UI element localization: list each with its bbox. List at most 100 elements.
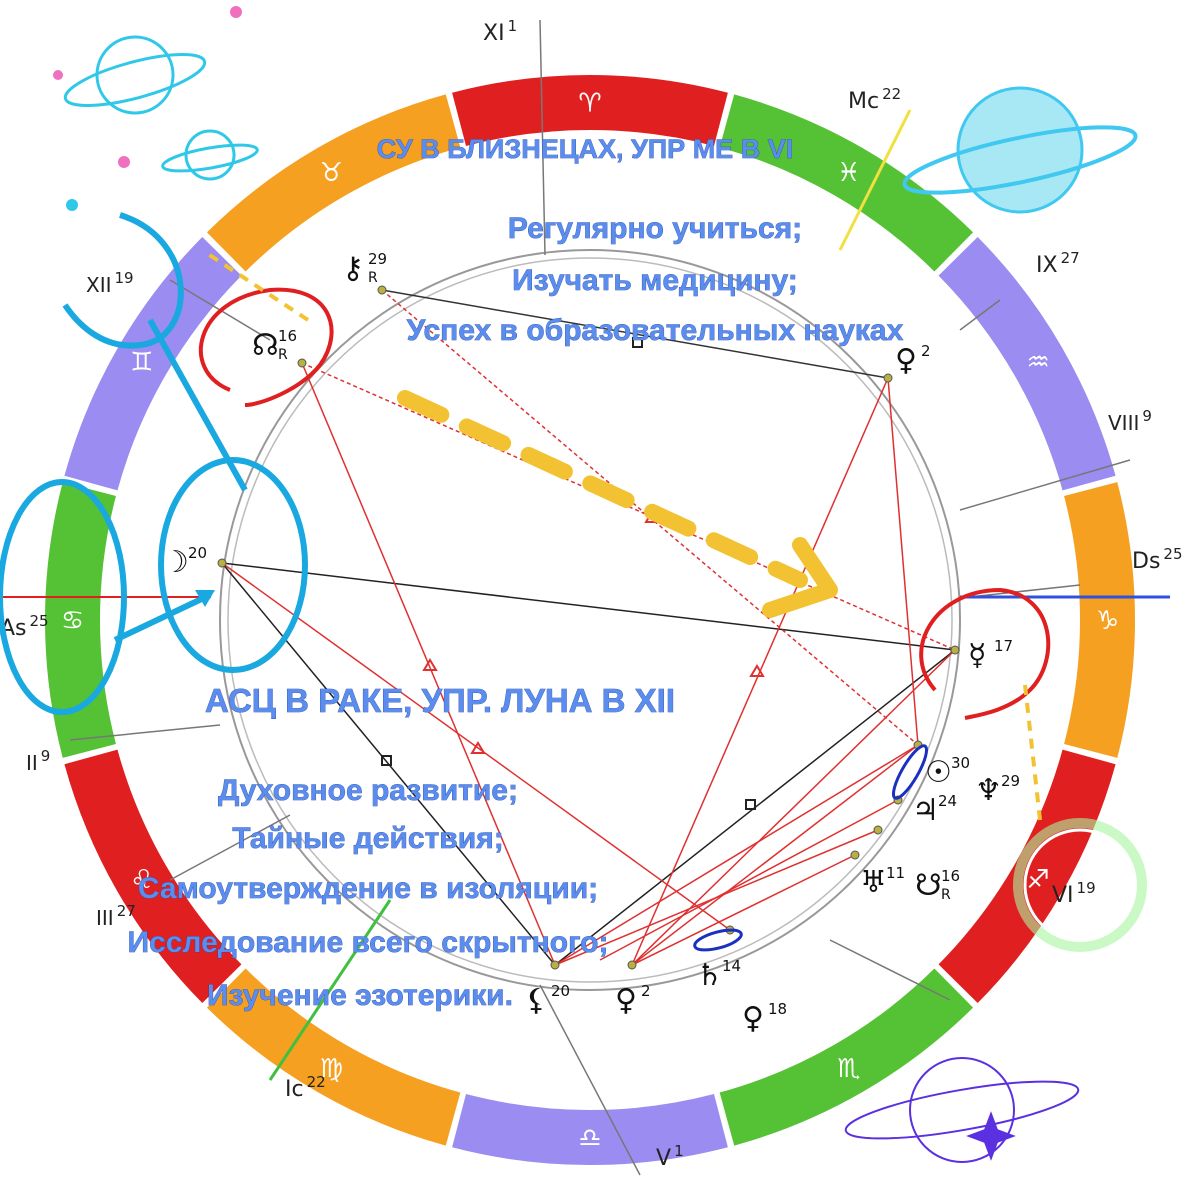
planet-degree: 24 [938, 792, 957, 810]
planet-degree: 18 [768, 1000, 787, 1018]
zodiac-sign-glyph: ♉ [320, 158, 343, 188]
planet-symbol: ♀ [895, 343, 917, 378]
zodiac-segment [719, 94, 974, 272]
mc-line [838, 109, 912, 251]
planet-glyphs: ⚷29R ☊16R ☽20 ♀2 ☿17 ☉30 ♃24 ♆29 ♅11 ☋16… [162, 250, 1020, 1036]
zodiac-sign-glyph: ♌ [130, 865, 153, 895]
planet-degree: 30 [951, 754, 970, 772]
asc-heading: АСЦ В РАКЕ, УПР. ЛУНА В XII [205, 682, 675, 719]
saturn-glyph: ♄14 [696, 957, 741, 993]
saturn-decoration-icon [902, 86, 1138, 214]
venus2-glyph: ♀2 [615, 982, 651, 1018]
planet-degree: 20 [188, 544, 207, 562]
planet-symbol: ☿ [968, 638, 986, 673]
zodiac-sign-glyph: ♐ [1027, 865, 1050, 895]
venus-glyph: ♀18 [742, 1000, 787, 1036]
planet-degree: 17 [994, 637, 1013, 655]
planet-symbol: ♄ [696, 958, 723, 993]
node-red-circle [198, 287, 334, 407]
zodiac-segment [452, 1094, 728, 1165]
zodiac-segment [1064, 482, 1136, 758]
yellow-arrowhead [762, 537, 838, 618]
zodiac-segment [452, 75, 728, 146]
planet-symbol: ♀ [615, 983, 637, 1018]
title-line: Изучать медицину; [512, 264, 798, 297]
south-node-glyph: ☋16R [915, 867, 960, 903]
planet-symbol: ♅ [860, 865, 887, 900]
zodiac-sign-glyph: ♊ [130, 347, 153, 377]
planet-symbol: ☉ [925, 755, 952, 790]
zodiac-segment [938, 236, 1116, 491]
lilith-glyph: ⚸20 [525, 982, 570, 1018]
planet-symbol: ⚷ [342, 251, 364, 286]
mercury-red-circle [919, 587, 1051, 720]
asc-line: Изучение эзотерики. [207, 979, 513, 1012]
ic-line [268, 899, 392, 1081]
asc-line: Духовное развитие; [218, 774, 518, 807]
yellow-small-arrow [1023, 684, 1042, 821]
aspect-lines [221, 289, 956, 966]
planet-symbol: ☋ [915, 868, 942, 903]
planet-symbol: ⚸ [525, 983, 547, 1018]
retrograde-mark: R [278, 347, 288, 363]
yellow-dashed-arrow [397, 390, 808, 588]
retrograde-mark: R [941, 887, 951, 903]
saturn-blue-oval [693, 928, 743, 952]
zodiac-segment [206, 968, 461, 1146]
planet-degree: 20 [551, 982, 570, 1000]
star-decoration-icon [844, 1057, 1080, 1163]
neptune-glyph: ♆29 [975, 772, 1020, 808]
zodiac-segment [719, 968, 974, 1146]
planet-decoration-icon [53, 6, 259, 211]
moon-circle [158, 457, 308, 673]
title-block: СУ В БЛИЗНЕЦАХ, УПР МЕ В VI Регулярно уч… [376, 134, 904, 348]
planet-degree: 16 [941, 867, 960, 885]
planet-symbol: ♃ [912, 793, 939, 828]
zodiac-segment [64, 236, 242, 491]
annotations [0, 212, 1147, 952]
planet-degree: 29 [368, 250, 387, 268]
asc-circle [0, 479, 127, 715]
sun-blue-oval [891, 744, 929, 800]
planet-dots [217, 285, 960, 970]
zodiac-sign-glyph: ♎ [578, 1124, 601, 1154]
planet-degree: 2 [921, 342, 931, 360]
zodiac-sign-glyph: ♍ [320, 1054, 343, 1084]
zodiac-sign-glyph: ♒ [1027, 347, 1050, 377]
planet-degree: 14 [722, 957, 741, 975]
title-heading: СУ В БЛИЗНЕЦАХ, УПР МЕ В VI [377, 134, 793, 164]
planet-symbol: ♆ [975, 773, 1002, 808]
moon-glyph: ☽20 [162, 544, 207, 580]
uranus-glyph: ♅11 [860, 864, 905, 900]
planet-degree: 16 [278, 327, 297, 345]
zodiac-sign-glyph: ♈ [578, 89, 601, 119]
asc-line: Тайные действия; [232, 822, 503, 855]
planet-symbol: ♀ [742, 1001, 764, 1036]
blue-arrow-line [113, 592, 212, 643]
glowing-ring-inner [1023, 828, 1137, 942]
asc-block: АСЦ В РАКЕ, УПР. ЛУНА В XII Духовное раз… [127, 682, 675, 1013]
zodiac-sign-glyph: ♋ [61, 606, 84, 636]
zodiac-sign-glyph: ♓ [837, 158, 860, 188]
zodiac-segment [64, 749, 242, 1004]
planet-symbol: ☊ [252, 328, 279, 363]
chiron-glyph: ⚷29R [342, 250, 387, 286]
north-node-glyph: ☊16R [252, 327, 297, 363]
jupiter-glyph: ♃24 [912, 792, 957, 828]
title-line: Успех в образовательных науках [407, 314, 904, 347]
sun-glyph: ☉30 [925, 754, 970, 790]
yellow-small-arrow [203, 250, 310, 322]
blue-arrowhead [195, 590, 215, 607]
asc-line: Исследование всего скрытного; [128, 926, 609, 959]
